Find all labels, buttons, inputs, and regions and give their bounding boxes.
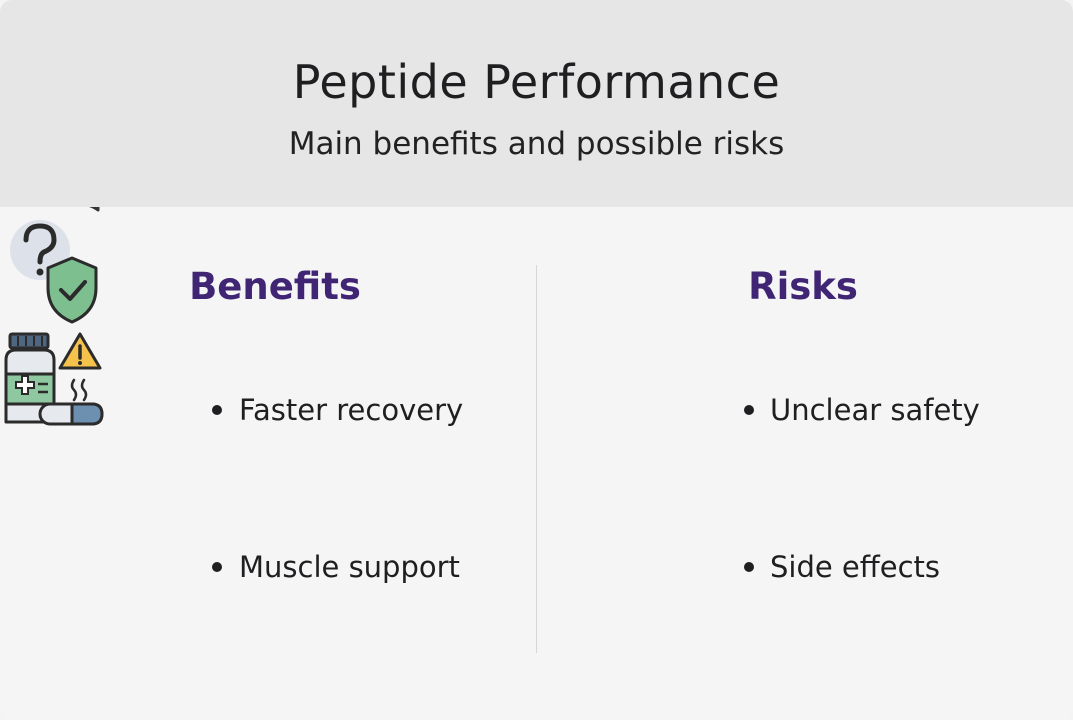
header-band: Peptide Performance Main benefits and po… bbox=[0, 0, 1073, 207]
risk-item-side-effects: Side effects bbox=[0, 330, 1073, 584]
risk-label: Side effects bbox=[770, 550, 941, 584]
risk-label: Unclear safety bbox=[770, 393, 980, 427]
benefit-label: Faster recovery bbox=[239, 393, 464, 427]
bullet-dot bbox=[212, 562, 222, 572]
page-title: Peptide Performance bbox=[292, 55, 781, 109]
risk-item-unclear-safety: Unclear safety bbox=[0, 216, 1073, 427]
bullet-dot bbox=[744, 562, 754, 572]
column-divider bbox=[536, 265, 537, 653]
bullet-dot bbox=[212, 405, 222, 415]
medicine-warning-icon bbox=[4, 332, 104, 426]
page-subtitle: Main benefits and possible risks bbox=[288, 126, 785, 162]
question-shield-icon bbox=[10, 220, 98, 324]
risks-heading: Risks bbox=[748, 265, 858, 308]
benefit-label: Muscle support bbox=[239, 550, 460, 584]
benefits-heading: Benefits bbox=[189, 265, 361, 308]
bullet-dot bbox=[744, 405, 754, 415]
